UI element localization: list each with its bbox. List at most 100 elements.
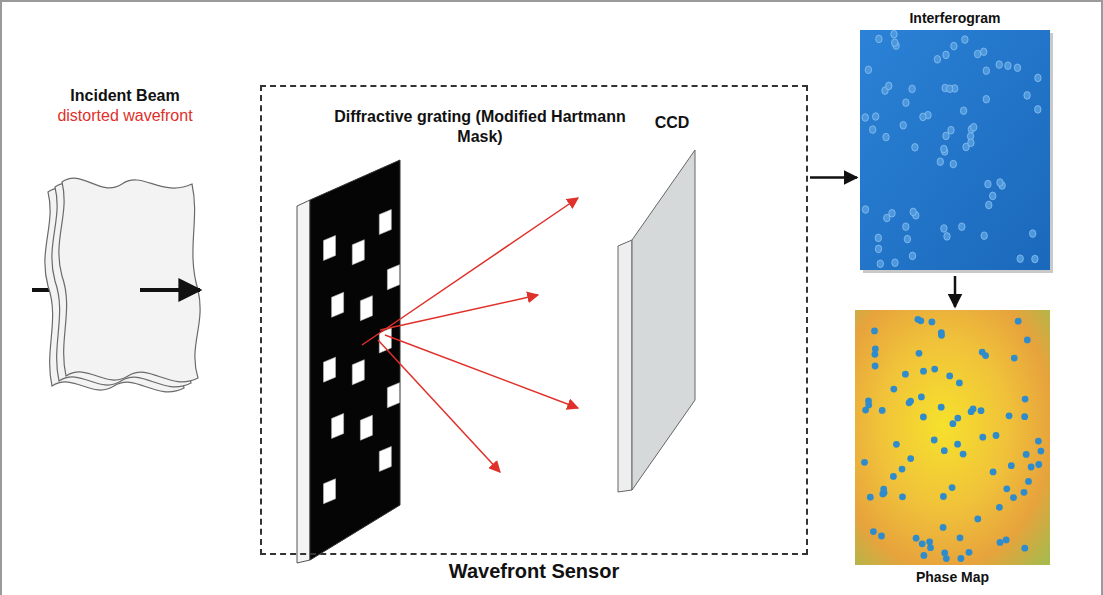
node-text: distorted wavefront xyxy=(50,106,200,126)
phase-spot xyxy=(929,319,936,326)
interferogram-spot xyxy=(983,67,989,75)
interferogram-spot xyxy=(959,223,965,231)
interferogram-spot xyxy=(983,95,989,103)
interferogram-spot xyxy=(1024,92,1030,100)
phase-map-spots xyxy=(861,316,1044,562)
phase-spot xyxy=(946,373,953,380)
interferogram-spot xyxy=(1035,74,1041,82)
interferogram-spot xyxy=(886,82,892,90)
phase-map-image xyxy=(855,310,1050,565)
grating-hole xyxy=(360,296,372,321)
interferogram-spot xyxy=(875,234,881,242)
interferogram-spot xyxy=(876,35,882,43)
grating-hole xyxy=(324,357,336,382)
interferogram-spot xyxy=(951,42,957,50)
interferogram-spot xyxy=(892,259,898,267)
phase-spot xyxy=(954,441,961,448)
interferogram-box: Interferogram xyxy=(860,30,1050,270)
phase-spot xyxy=(931,437,938,444)
node-text: Interferogram xyxy=(830,10,1080,27)
phase-spot xyxy=(940,493,947,500)
phase-spot xyxy=(941,447,948,454)
interferogram-spot xyxy=(950,160,956,168)
interferogram-spot xyxy=(1005,62,1011,70)
interferogram-spot xyxy=(909,252,915,260)
phase-spot xyxy=(1025,478,1032,485)
phase-spot xyxy=(1010,494,1017,501)
phase-spot xyxy=(927,544,934,551)
phase-spot xyxy=(916,350,923,357)
beam-label: Incident Beamdistorted wavefront xyxy=(50,86,200,126)
phase-spot xyxy=(893,441,900,448)
phase-spot xyxy=(926,538,933,545)
phase-spot xyxy=(919,540,926,547)
grating-hole xyxy=(387,383,399,408)
phase-spot xyxy=(862,407,869,414)
phase-spot xyxy=(902,371,909,378)
interferogram-spot xyxy=(862,114,868,122)
phase-spot xyxy=(880,486,887,493)
interferogram-spot xyxy=(974,50,980,58)
phase-spot xyxy=(1008,462,1015,469)
wavefront-sheets xyxy=(45,178,200,392)
phase-spot xyxy=(865,398,872,405)
node-text: Diffractive grating (Modified Hartmann M… xyxy=(334,107,626,147)
phase-spot xyxy=(993,432,1000,439)
phase-spot xyxy=(1024,337,1031,344)
grating-hole xyxy=(324,236,336,261)
interferogram-spot xyxy=(941,225,947,233)
phase-spot xyxy=(1022,396,1029,403)
phase-spot xyxy=(920,368,927,375)
interferogram-spot xyxy=(934,56,940,64)
grating-hole xyxy=(387,265,399,290)
phase-spot xyxy=(954,415,961,422)
interferogram-spot xyxy=(990,192,996,200)
interferogram-spot xyxy=(1030,230,1036,238)
phase-spot xyxy=(870,528,877,535)
interferogram-spot xyxy=(986,201,992,209)
interferogram-spot xyxy=(962,36,968,44)
interferogram-spot xyxy=(912,144,918,152)
grating-holes xyxy=(324,209,400,503)
grating-face xyxy=(310,160,400,560)
grating-hole xyxy=(360,415,372,440)
phase-spot xyxy=(938,404,945,411)
phase-spot xyxy=(861,459,868,466)
interferogram-spot xyxy=(1035,106,1041,114)
interferogram-spot xyxy=(985,180,991,188)
node-text: CCD xyxy=(602,113,742,133)
phase-spot xyxy=(921,552,928,559)
phase-spot xyxy=(1038,448,1045,455)
interferogram-spot xyxy=(903,223,909,231)
phase-spot xyxy=(950,420,957,427)
phase-spot xyxy=(890,386,897,393)
interferogram-spot xyxy=(960,107,966,115)
phase-spot xyxy=(931,366,938,373)
beam-arrow-head xyxy=(140,288,200,292)
phase-spot xyxy=(899,493,906,500)
phase-spot xyxy=(1021,545,1028,552)
interferogram-spot xyxy=(883,133,889,141)
phase-spot xyxy=(978,407,985,414)
phase-spot xyxy=(917,317,924,324)
interferogram-spot xyxy=(909,85,915,93)
interferogram-spot xyxy=(900,122,906,130)
grating-hole xyxy=(332,413,344,438)
wavefront-sheet xyxy=(59,178,200,382)
interferogram-spot xyxy=(862,206,868,214)
phase-spot xyxy=(867,494,874,501)
phase-map-box: Phase Map xyxy=(855,310,1050,565)
phase-spot xyxy=(974,516,981,523)
ccd-face xyxy=(632,150,695,490)
phase-spot xyxy=(1003,537,1010,544)
interferogram-spot xyxy=(944,233,950,241)
interferogram-spot xyxy=(981,48,987,56)
phase-spot xyxy=(871,328,878,335)
phase-spot xyxy=(913,535,920,542)
interferogram-spot xyxy=(870,126,876,134)
interferogram-spot xyxy=(920,113,926,121)
phase-spot xyxy=(966,549,973,556)
grating-hole xyxy=(379,209,391,234)
interferogram-spot xyxy=(865,66,871,74)
interferogram-spot xyxy=(1032,255,1038,263)
